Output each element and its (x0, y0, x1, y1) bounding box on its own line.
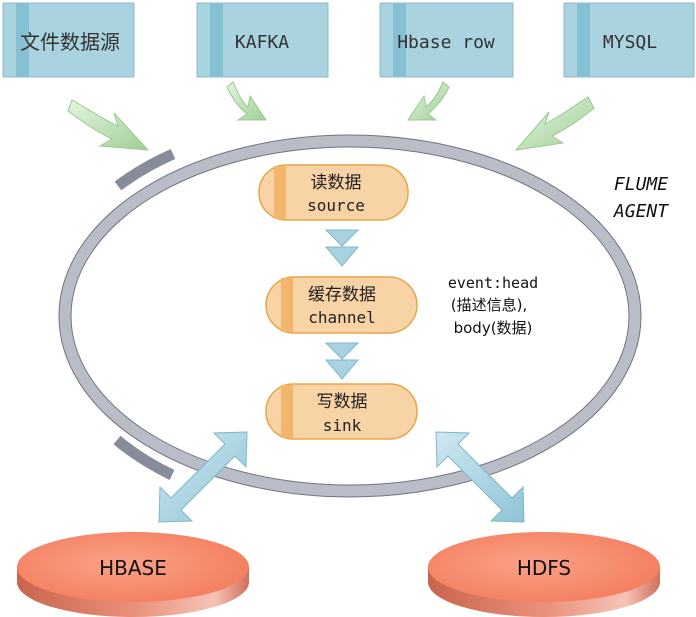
sink-label: HDFS (517, 556, 571, 580)
agent-label-line2: AGENT (613, 201, 669, 222)
source-box-file: 文件数据源 (2, 2, 135, 78)
source-label: Hbase row (397, 32, 495, 53)
green-arrow-file (67, 99, 150, 151)
source-box-kafka: KAFKA (196, 2, 329, 78)
double-arrow-hbase (158, 431, 248, 523)
sink-label: HBASE (99, 556, 167, 580)
pill-sub: source (307, 196, 365, 215)
down-arrow-2 (324, 342, 360, 380)
pill-channel: 缓存数据 channel (265, 276, 418, 334)
pill-title: 读数据 (311, 173, 362, 193)
pill-title: 写数据 (317, 392, 368, 412)
double-arrow-hdfs (435, 431, 525, 523)
green-arrow-hbase-row (407, 81, 450, 121)
event-note-line1: event:head (448, 274, 538, 292)
source-box-hbase-row: Hbase row (379, 2, 514, 78)
pill-sub: sink (323, 416, 362, 435)
green-arrow-kafka (226, 81, 267, 121)
source-label: KAFKA (235, 32, 289, 53)
agent-label-line1: FLUME (614, 174, 668, 195)
green-arrow-mysql (514, 96, 595, 151)
pill-title: 缓存数据 (308, 285, 376, 305)
down-arrow-1 (324, 229, 360, 267)
pill-source: 读数据 source (258, 164, 409, 221)
pill-sub: channel (308, 308, 375, 327)
source-label: MYSQL (603, 32, 657, 53)
sink-disk-hbase: HBASE (17, 532, 249, 617)
pill-sink: 写数据 sink (265, 383, 418, 440)
sink-disk-hdfs: HDFS (428, 532, 660, 617)
event-note-line2: (描述信息), (451, 296, 527, 314)
event-note-line3: body(数据) (454, 319, 533, 337)
source-box-mysql: MYSQL (563, 2, 695, 78)
source-label: 文件数据源 (20, 30, 120, 54)
agent-ring (58, 134, 642, 498)
